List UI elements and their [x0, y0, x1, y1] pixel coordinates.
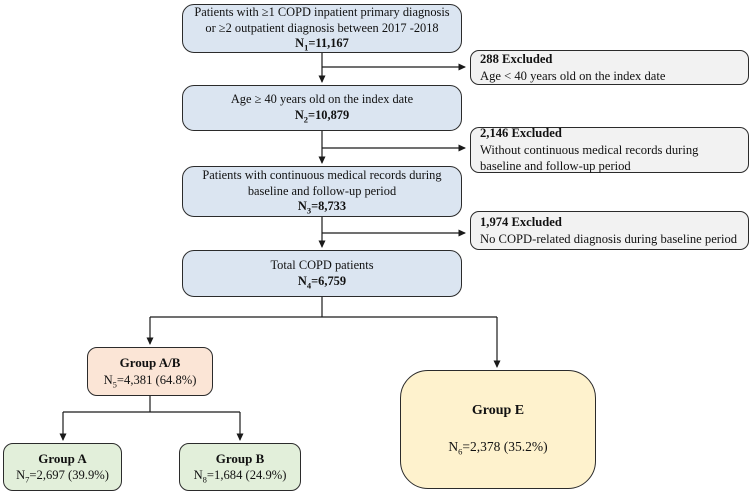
- n-base: N: [16, 468, 26, 483]
- excluded-reason: Without continuous medical records durin…: [480, 142, 699, 174]
- group-title: Group A/B: [119, 355, 181, 371]
- group-box-e: Group E N6=2,378 (35.2%): [400, 370, 596, 489]
- n-count: N8=1,684 (24.9%): [194, 467, 287, 484]
- group-box-ab: Group A/B N5=4,381 (64.8%): [87, 347, 213, 396]
- excluded-reason: No COPD-related diagnosis during baselin…: [480, 231, 738, 246]
- group-title: Group A: [38, 450, 87, 466]
- excluded-reason: Age < 40 years old on the index date: [480, 68, 666, 83]
- n-count: N7=2,697 (39.9%): [16, 467, 109, 484]
- group-box-a: Group A N7=2,697 (39.9%): [3, 443, 122, 491]
- n-value: =6,759: [311, 273, 347, 288]
- n-sub: 6: [458, 447, 463, 458]
- n-value: =8,733: [311, 199, 347, 214]
- n-sub: 8: [202, 474, 207, 485]
- n-base: N: [295, 36, 305, 51]
- step-box-age-filter: Age ≥ 40 years old on the index date N2=…: [182, 85, 462, 131]
- n-value: =2,697 (39.9%): [29, 468, 109, 483]
- excluded-box-records: 2,146 Excluded Without continuous medica…: [470, 126, 749, 174]
- n-sub: 1: [304, 42, 309, 53]
- n-value: =1,684 (24.9%): [206, 468, 287, 483]
- step-text-line: or ≥2 outpatient diagnosis between 2017 …: [205, 20, 439, 35]
- n-count: N6=2,378 (35.2%): [448, 438, 547, 456]
- n-value: =10,879: [308, 108, 350, 122]
- excluded-box-age: 288 Excluded Age < 40 years old on the i…: [470, 50, 749, 85]
- n-sub: 5: [112, 379, 117, 390]
- n-base: N: [448, 439, 459, 455]
- n-count: N2=10,879: [295, 108, 349, 124]
- excluded-count: 2,146 Excluded: [480, 126, 562, 141]
- n-count: N3=8,733: [298, 199, 346, 215]
- step-text-line: Patients with ≥1 COPD inpatient primary …: [194, 4, 450, 19]
- step-box-total-copd: Total COPD patients N4=6,759: [182, 250, 462, 297]
- n-base: N: [294, 108, 304, 122]
- group-title: Group B: [215, 450, 265, 466]
- n-count: N4=6,759: [298, 274, 346, 290]
- step-box-initial-cohort: Patients with ≥1 COPD inpatient primary …: [182, 4, 462, 53]
- n-sub: 7: [25, 474, 30, 485]
- n-base: N: [193, 468, 203, 483]
- n-count: N5=4,381 (64.8%): [104, 372, 197, 389]
- n-base: N: [103, 372, 113, 387]
- step-text-line: Patients with continuous medical records…: [202, 167, 442, 182]
- n-sub: 2: [303, 114, 309, 125]
- step-box-continuous-records: Patients with continuous medical records…: [182, 166, 462, 217]
- n-base: N: [297, 199, 307, 214]
- step-text-line: Age ≥ 40 years old on the index date: [230, 92, 414, 107]
- n-sub: 3: [306, 205, 312, 216]
- n-base: N: [297, 273, 307, 288]
- step-text-line: Total COPD patients: [270, 257, 374, 272]
- excluded-count: 288 Excluded: [480, 51, 553, 66]
- step-text-line: baseline and follow-up period: [247, 183, 397, 198]
- n-sub: 4: [306, 279, 312, 290]
- n-value: =2,378 (35.2%): [462, 439, 548, 455]
- n-value: =4,381 (64.8%): [116, 372, 197, 387]
- n-value: =11,167: [308, 36, 349, 51]
- n-count: N1=11,167: [295, 36, 349, 52]
- excluded-count: 1,974 Excluded: [480, 214, 562, 229]
- group-box-b: Group B N8=1,684 (24.9%): [179, 443, 301, 491]
- group-title: Group E: [471, 403, 525, 419]
- excluded-box-no-diagnosis: 1,974 Excluded No COPD-related diagnosis…: [470, 211, 749, 250]
